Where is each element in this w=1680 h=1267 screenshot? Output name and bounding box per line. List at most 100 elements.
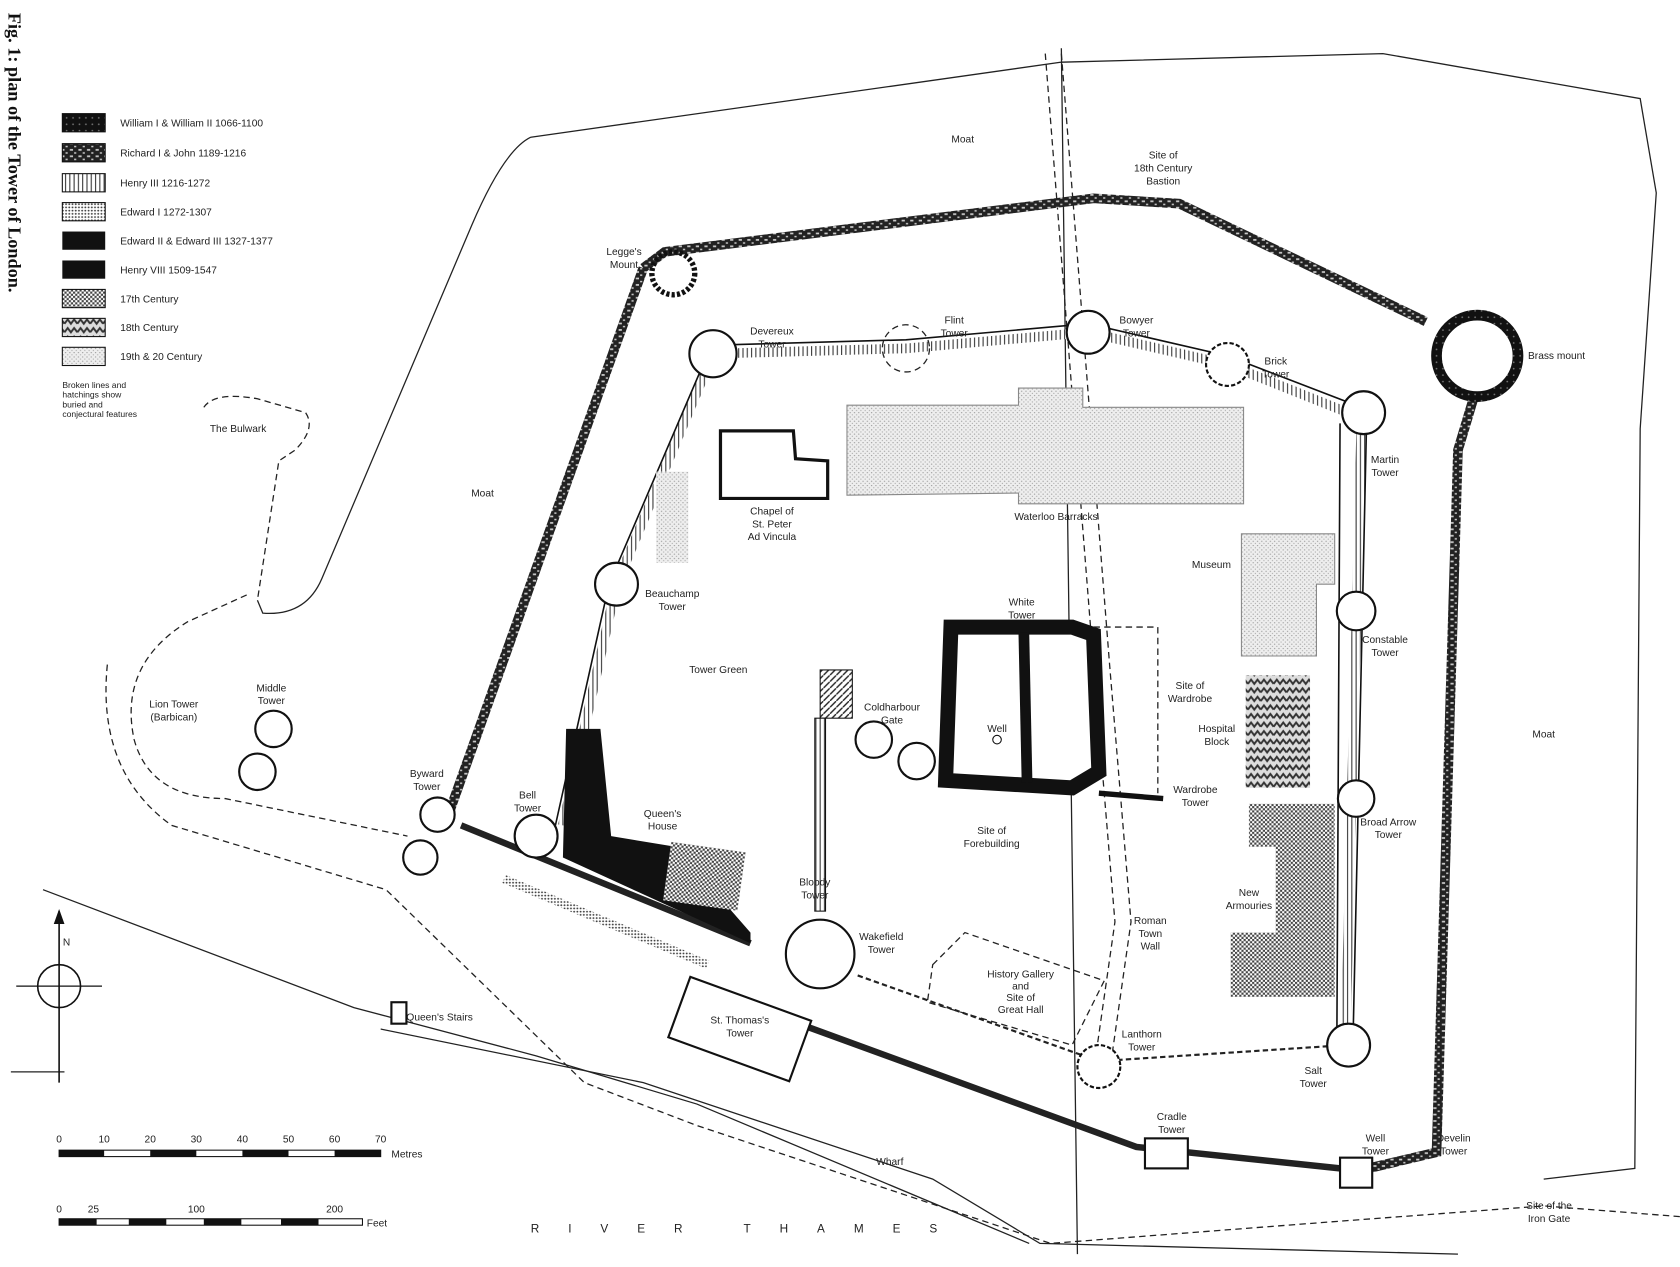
legend-swatch <box>61 288 106 309</box>
label-flint: Tower <box>941 329 969 340</box>
outer-curtain-wall-south <box>459 822 1341 1172</box>
label-brick: Brick <box>1264 356 1288 367</box>
new-armouries <box>1230 803 1335 997</box>
label-history-gallery: Great Hall <box>998 1005 1044 1016</box>
history-gallery-outline <box>926 931 1106 1046</box>
scale-tick: 0 <box>56 1135 62 1146</box>
waterloo-barracks <box>846 387 1245 505</box>
label-lion-tower: (Barbican) <box>150 712 197 723</box>
label-museum: Museum <box>1192 560 1231 571</box>
label-salt: Salt <box>1304 1066 1322 1077</box>
compass: N <box>16 908 102 1083</box>
middle-tower <box>254 709 293 749</box>
label-chapel: Chapel of <box>750 507 794 518</box>
bloody-tower-wall <box>819 669 853 719</box>
brick-tower <box>1204 341 1251 387</box>
martin-tower <box>1341 390 1387 436</box>
legend-label: 19th & 20 Century <box>120 352 203 363</box>
label-flint: Flint <box>945 316 964 327</box>
scale-tick: 50 <box>283 1135 295 1146</box>
label-well: Well <box>987 724 1007 735</box>
towers <box>238 309 1387 1189</box>
south-wall-stipple <box>502 875 710 969</box>
legend-note: hatchings show <box>62 390 122 400</box>
label-forebuilding: Site of <box>977 826 1006 837</box>
label-legges-mount: Mount <box>610 260 638 271</box>
label-bastion: Bastion <box>1146 176 1180 187</box>
label-coldharbour: Gate <box>881 716 903 727</box>
label-chapel: Ad Vincula <box>748 532 797 543</box>
label-wardrobe-site: Wardrobe <box>1168 694 1213 705</box>
label-wardrobe-tower: Tower <box>1182 798 1210 809</box>
north-arrow-icon <box>53 908 65 924</box>
scale-tick: 70 <box>375 1135 387 1146</box>
label-develin: Tower <box>1440 1146 1468 1157</box>
label-broad-arrow: Broad Arrow <box>1360 817 1417 828</box>
scale-tick: 60 <box>329 1135 341 1146</box>
hospital-block <box>1245 675 1311 788</box>
white-tower-inner-wall <box>1018 632 1033 783</box>
flint-tower <box>881 324 931 373</box>
scale-unit: Metres <box>391 1150 422 1161</box>
label-bastion: Site of <box>1149 151 1178 162</box>
label-st-thomas: Tower <box>726 1029 754 1040</box>
label-wakefield: Tower <box>868 945 896 956</box>
beauchamp-stipple <box>656 471 689 563</box>
label-byward: Tower <box>413 782 441 793</box>
label-legges-mount: Legge's <box>606 247 641 258</box>
label-middle-tower: Tower <box>258 696 286 707</box>
label-martin: Tower <box>1371 468 1399 479</box>
label-roman-wall: Town <box>1138 929 1162 940</box>
label-white-tower: Tower <box>1008 610 1036 621</box>
label-brass-mount: Brass mount <box>1528 351 1585 362</box>
label-history-gallery: Site of <box>1006 993 1035 1004</box>
label-white-tower: White <box>1009 598 1035 609</box>
label-lion-tower: Lion Tower <box>149 699 199 710</box>
byward-tower-2 <box>402 839 439 876</box>
label-brick: Tower <box>1262 369 1290 380</box>
label-constable: Tower <box>1371 648 1399 659</box>
label-bowyer: Tower <box>1123 329 1151 340</box>
st-thomas-tower <box>666 975 813 1083</box>
label-bell: Bell <box>519 791 536 802</box>
legend-swatch <box>61 202 106 222</box>
scale-unit: Feet <box>367 1218 388 1229</box>
inner-ward-wall <box>814 717 827 912</box>
label-wakefield: Wakefield <box>859 932 903 943</box>
label-constable: Constable <box>1362 635 1408 646</box>
label-bloody: Bloody <box>799 877 831 888</box>
compass-north-label: N <box>63 937 70 948</box>
chapel-st-peter <box>718 429 830 501</box>
label-new-armouries: Armouries <box>1226 901 1272 912</box>
roman-wall-2 <box>1060 53 1132 1073</box>
label-bastion: 18th Century <box>1134 164 1193 175</box>
legend-label: 18th Century <box>120 323 179 334</box>
scale-tick: 100 <box>188 1204 205 1215</box>
legend-label: Edward II & Edward III 1327-1377 <box>120 236 273 247</box>
label-queens-house: Queen's <box>644 809 682 820</box>
queens-stairs <box>390 1001 408 1025</box>
wardrobe-tower-wall <box>1098 790 1164 802</box>
label-bowyer: Bowyer <box>1119 316 1154 327</box>
scale-feet: 0 25 100 200 Feet <box>56 1204 387 1229</box>
label-beauchamp: Beauchamp <box>645 589 700 600</box>
constable-tower <box>1335 590 1377 632</box>
label-middle-tower: Middle <box>256 683 286 694</box>
scale-tick: 20 <box>145 1135 157 1146</box>
legend-note: conjectural features <box>62 409 137 419</box>
scale-tick: 0 <box>56 1204 62 1215</box>
bell-tower <box>513 813 559 859</box>
label-roman-wall: Wall <box>1141 942 1160 953</box>
brass-mount <box>1431 309 1524 402</box>
label-bloody: Tower <box>801 890 829 901</box>
label-queens-stairs: Queen's Stairs <box>406 1012 472 1023</box>
legend-label: Henry III 1216-1272 <box>120 179 210 190</box>
place-labels: Moat Moat Moat Site of 18th Century Bast… <box>149 135 1585 1236</box>
bowyer-tower <box>1065 309 1111 355</box>
wharf-edge <box>10 889 1030 1245</box>
legend-label: Richard I & John 1189-1216 <box>120 148 246 159</box>
legend-label: Edward I 1272-1307 <box>120 207 212 218</box>
label-st-thomas: St. Thomas's <box>710 1016 769 1027</box>
legend-swatch <box>61 173 106 193</box>
river-edge <box>380 1028 1458 1255</box>
